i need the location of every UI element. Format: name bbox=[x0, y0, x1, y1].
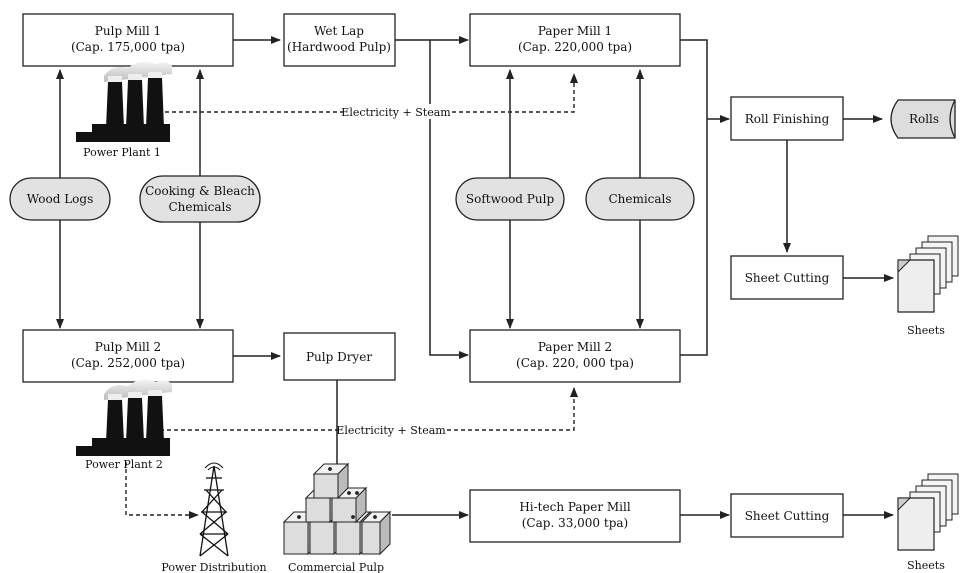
wet-lap-title: Wet Lap bbox=[314, 24, 364, 38]
paper-stack-icon bbox=[897, 235, 959, 313]
arrow-wetlap-papermill2 bbox=[429, 40, 469, 359]
hitech-mill-capacity: (Cap. 33,000 tpa) bbox=[522, 516, 628, 530]
hitech-mill-title: Hi-tech Paper Mill bbox=[519, 500, 631, 514]
pulp-mill-1-capacity: (Cap. 175,000 tpa) bbox=[71, 40, 185, 54]
sheet-cutting-1-box: Sheet Cutting bbox=[730, 255, 844, 300]
paper-mill-2-capacity: (Cap. 220, 000 tpa) bbox=[516, 356, 634, 370]
sheet-cutting-2-box: Sheet Cutting bbox=[730, 493, 844, 538]
paper-roll-icon: Rolls bbox=[890, 99, 956, 139]
factory-smokestack-icon bbox=[76, 61, 172, 142]
paper-mill-2-title: Paper Mill 2 bbox=[538, 340, 612, 354]
paper-mill-1-capacity: (Cap. 220,000 tpa) bbox=[518, 40, 632, 54]
power-plant-2-label: Power Plant 2 bbox=[85, 458, 163, 471]
pulp-mill-1-title: Pulp Mill 1 bbox=[95, 24, 161, 38]
wood-logs-pill: Wood Logs bbox=[9, 177, 111, 221]
sheet-cutting-1-label: Sheet Cutting bbox=[745, 271, 830, 285]
connector-papermills-merge bbox=[680, 39, 708, 356]
paper-mill-1-title: Paper Mill 1 bbox=[538, 24, 612, 38]
softwood-pulp-pill: Softwood Pulp bbox=[455, 177, 565, 221]
paper-stack-icon bbox=[897, 473, 959, 551]
softwood-pulp-label: Softwood Pulp bbox=[466, 192, 555, 206]
electricity-steam-label-1: Electricity + Steam bbox=[341, 106, 451, 119]
paper-mill-2-box: Paper Mill 2 (Cap. 220, 000 tpa) bbox=[469, 329, 681, 383]
electricity-steam-label-2: Electricity + Steam bbox=[336, 424, 446, 437]
pulp-dryer-box: Pulp Dryer bbox=[283, 332, 396, 381]
cooking-chem-line2: Chemicals bbox=[168, 200, 231, 214]
cooking-chem-line1: Cooking & Bleach bbox=[145, 184, 255, 198]
sheets-1-label: Sheets bbox=[907, 324, 945, 337]
pulp-dryer-label: Pulp Dryer bbox=[306, 350, 372, 364]
sheet-cutting-2-label: Sheet Cutting bbox=[745, 509, 830, 523]
dashed-electricity-1 bbox=[158, 73, 578, 113]
pulp-mill-1-box: Pulp Mill 1 (Cap. 175,000 tpa) bbox=[22, 13, 234, 67]
roll-finishing-box: Roll Finishing bbox=[730, 96, 844, 141]
pulp-mill-2-title: Pulp Mill 2 bbox=[95, 340, 161, 354]
pulp-mill-2-capacity: (Cap. 252,000 tpa) bbox=[71, 356, 185, 370]
wet-lap-subtitle: (Hardwood Pulp) bbox=[287, 40, 391, 54]
power-plant-1-label: Power Plant 1 bbox=[83, 146, 161, 159]
dashed-power-distribution bbox=[125, 462, 199, 519]
stacked-boxes-icon bbox=[282, 462, 392, 556]
power-distribution-label: Power Distribution bbox=[161, 561, 266, 573]
paper-mill-1-box: Paper Mill 1 (Cap. 220,000 tpa) bbox=[469, 13, 681, 67]
chemicals-label: Chemicals bbox=[608, 192, 671, 206]
roll-finishing-label: Roll Finishing bbox=[745, 112, 830, 126]
pulp-mill-2-box: Pulp Mill 2 (Cap. 252,000 tpa) bbox=[22, 329, 234, 383]
wet-lap-box: Wet Lap (Hardwood Pulp) bbox=[283, 13, 396, 67]
commercial-pulp-label: Commercial Pulp bbox=[288, 561, 384, 573]
wood-logs-label: Wood Logs bbox=[27, 192, 94, 206]
dashed-electricity-2 bbox=[160, 387, 578, 431]
factory-smokestack-icon bbox=[76, 379, 172, 456]
hitech-paper-mill-box: Hi-tech Paper Mill (Cap. 33,000 tpa) bbox=[469, 489, 681, 543]
cooking-bleach-chemicals-pill: Cooking & Bleach Chemicals bbox=[139, 175, 261, 223]
transmission-tower-icon bbox=[199, 462, 229, 557]
sheets-2-label: Sheets bbox=[907, 559, 945, 572]
chemicals-pill: Chemicals bbox=[585, 177, 695, 221]
rolls-label: Rolls bbox=[909, 112, 939, 126]
